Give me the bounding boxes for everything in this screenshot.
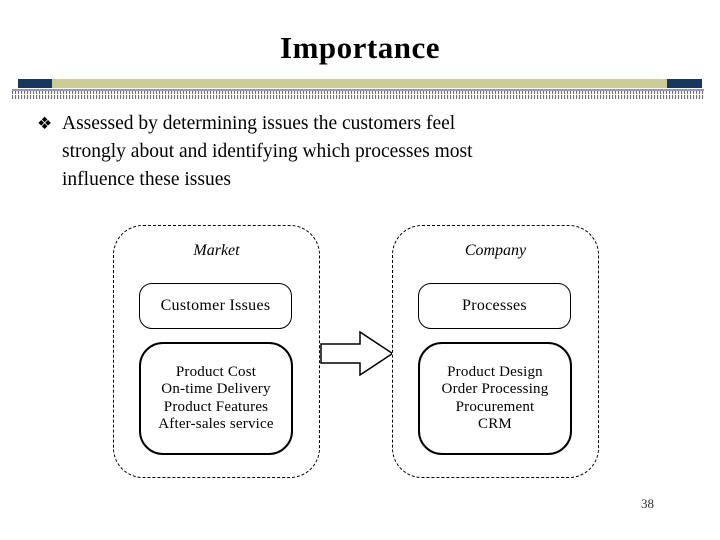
customer-issues-box: Customer Issues	[139, 283, 292, 329]
ribbon-bar	[52, 79, 667, 88]
bullet-line: Assessed by determining issues the custo…	[62, 113, 456, 134]
company-item: CRM	[478, 416, 512, 432]
market-item: On-time Delivery	[161, 381, 271, 397]
slide-title: Importance	[280, 30, 440, 65]
market-item: Product Cost	[175, 363, 257, 380]
company-item: Product Design	[447, 363, 543, 380]
bullet-diamond-icon: ❖	[37, 114, 53, 134]
ribbon-left-accent	[18, 79, 52, 88]
company-item: Procurement	[455, 398, 535, 415]
market-item: Product Features	[163, 398, 269, 415]
company-item: Order Processing	[441, 381, 549, 397]
market-group-container: Market Customer Issues Product Cost On-t…	[113, 225, 320, 478]
bullet-line: influence these issues	[62, 169, 231, 190]
market-item: After-sales service	[158, 416, 274, 432]
market-group-label: Market	[193, 242, 240, 259]
page-number: 38	[641, 496, 654, 511]
market-items-box: Product Cost On-time Delivery Product Fe…	[139, 342, 293, 455]
company-group-label: Company	[464, 242, 527, 259]
divider-hatch-strip	[12, 89, 704, 99]
ribbon-right-accent	[667, 79, 702, 88]
company-items-box: Product Design Order Processing Procurem…	[418, 342, 572, 455]
processes-box: Processes	[418, 283, 571, 329]
bullet-paragraph: Assessed by determining issues the custo…	[62, 110, 617, 194]
right-block-arrow-icon	[320, 331, 394, 376]
company-group-container: Company Processes Product Design Order P…	[392, 225, 599, 478]
bullet-line: strongly about and identifying which pro…	[62, 141, 473, 162]
